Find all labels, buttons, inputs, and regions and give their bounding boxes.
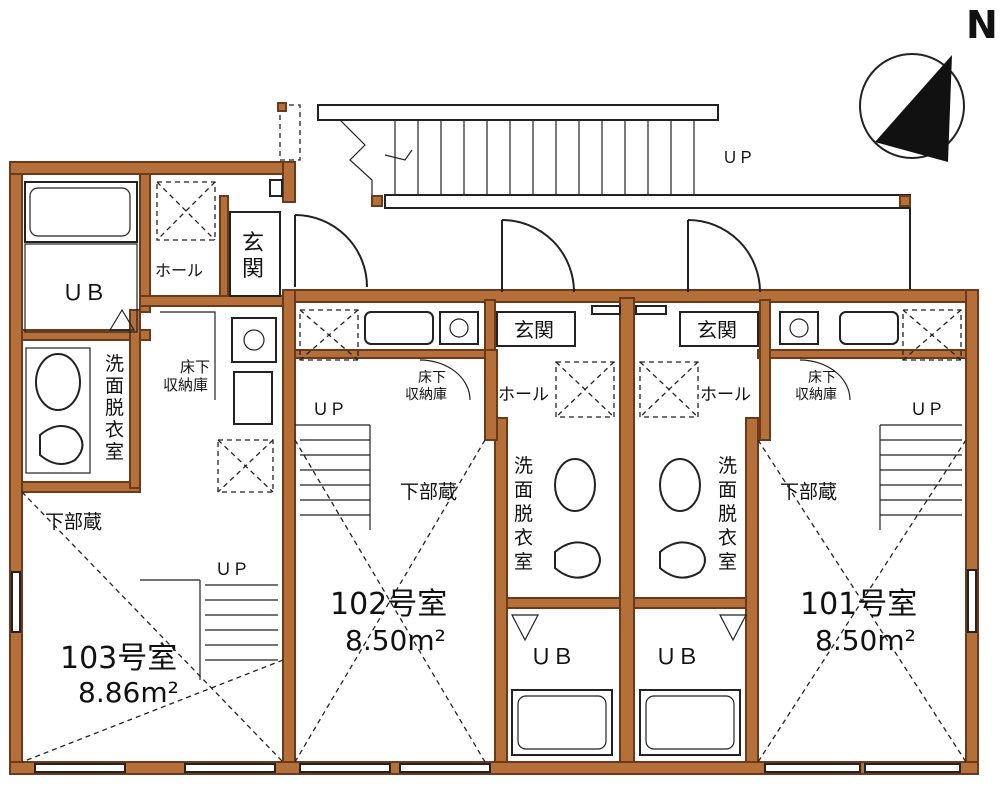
north-label: N [966,3,998,47]
room-number-103: 103号室 [60,641,177,676]
washroom-label-103: 洗面脱衣室 [105,353,124,463]
door-103-swing [294,214,368,288]
up-label-103: ＵＰ [215,560,249,580]
toilet-icon-102 [554,541,601,579]
genkan-box-103 [229,211,281,297]
compass-circle [859,53,965,159]
stair-dashed-post [279,104,301,161]
ub-label-103: ＵＢ [62,281,106,306]
bathtub-icon-101 [639,689,741,756]
sink-icon-102 [364,311,434,345]
unit-102-fixtures [294,309,615,763]
room-area-103: 8.86m² [78,676,179,709]
sink-icon-101 [839,311,899,345]
room-area-101: 8.50m² [815,624,916,657]
genkan-box-101 [679,311,759,347]
washbasin-icon [35,353,81,411]
stove-icon [231,317,277,363]
vent-box-icon [217,439,274,493]
floor-storage-label-101: 床下収納庫 [795,370,837,403]
doors [294,214,851,401]
loft-label-101: 下部蔵 [780,481,837,503]
washbasin-icon-102 [554,458,596,512]
bathtub-icon [24,181,138,243]
washroom-label-102: 洗面脱衣室 [514,455,533,573]
loft-label-102: 下部蔵 [400,481,457,503]
stair-treads [394,120,695,195]
stair-up-label: ＵＰ [722,148,754,167]
door-101-swing [687,219,761,293]
room-number-101: 101号室 [800,587,917,622]
windows [11,179,977,773]
stair-break-line [339,119,373,195]
floor-storage-label-102: 床下収納庫 [405,370,447,403]
stove-icon-102 [439,311,479,345]
room-number-102: 102号室 [330,587,447,622]
stair-bottom-rail [384,194,911,209]
genkan-box-102 [496,311,576,347]
ub-label-101: ＵＢ [655,645,699,670]
toilet-icon-101 [659,541,706,579]
washbasin-icon-101 [659,458,701,512]
door-102-swing [501,219,575,293]
hall-label-101: ホール [700,385,751,405]
genkan-label-102: 玄関 [514,318,554,342]
stove-icon-101 [779,311,819,345]
bathtub-icon-102 [511,689,613,756]
toilet-icon [39,425,84,465]
unit-103-fixtures [21,181,284,763]
genkan-label-101: 玄関 [697,318,737,342]
storage-box-icon [156,181,216,241]
washroom-label-101: 洗面脱衣室 [718,455,737,573]
up-label-102: ＵＰ [312,400,346,420]
exterior-stair: ＵＰ [277,102,911,290]
hall-label-102: ホール [498,385,549,405]
compass-needle [875,55,952,162]
loft-label-103: 下部蔵 [45,511,102,533]
unit-101-fixtures [639,309,967,763]
room-area-102: 8.50m² [345,624,446,657]
hall-label-103: ホール [155,261,203,280]
stair-top-rail [317,104,719,121]
north-compass: N [859,3,998,162]
ub-label-102: ＵＢ [530,645,574,670]
floor-storage-label-103: 床下収納庫 [163,358,210,394]
sink-icon [233,371,273,425]
up-label-101: ＵＰ [910,400,944,420]
genkan-label-103: 玄関 [242,231,264,282]
